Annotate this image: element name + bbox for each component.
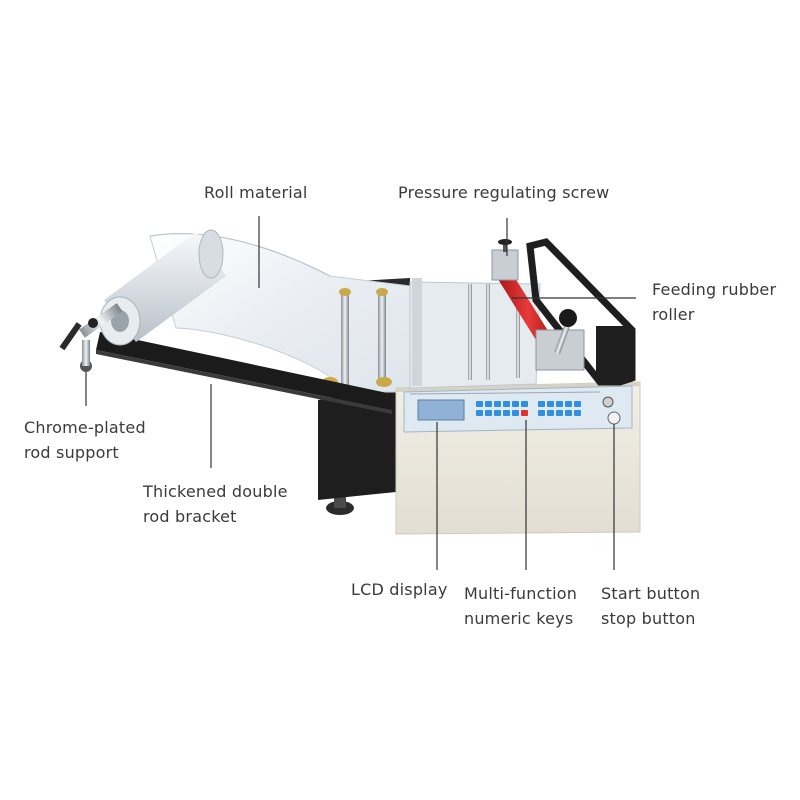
label-start-stop-button: Start button stop button: [601, 584, 701, 628]
right-frame: [526, 238, 636, 386]
keypad-key: [574, 401, 581, 407]
control-panel: [403, 385, 633, 433]
keypad-key: [556, 401, 563, 407]
keypad-key: [485, 401, 492, 407]
keypad-key: [476, 410, 483, 416]
keypad-key: [512, 401, 519, 407]
label-chrome-plated-rod-support: Chrome-plated rod support: [24, 418, 146, 462]
label-multi-function-numeric-keys: Multi-function numeric keys: [464, 584, 578, 628]
leader-lines: [85, 216, 636, 570]
keypad-key: [574, 410, 581, 416]
pressure-regulating-screw: [491, 239, 519, 281]
start-stop-buttons: [602, 396, 621, 425]
keypad-key: [538, 401, 545, 407]
lcd-display-screen: [417, 399, 465, 421]
label-roll-material: Roll material: [204, 183, 308, 202]
label-feeding-rubber-roller: Feeding rubber roller: [652, 280, 777, 324]
keypad-key: [503, 401, 510, 407]
keypad-key: [565, 410, 572, 416]
chrome-plated-rod-support: [59, 303, 123, 372]
keypad-key: [521, 401, 528, 407]
keypad-key: [512, 410, 519, 416]
keypad-key: [485, 410, 492, 416]
label-pressure-regulating-screw: Pressure regulating screw: [398, 183, 610, 202]
keypad-key: [521, 410, 528, 416]
numeric-keypad: [476, 401, 581, 416]
keypad-key: [494, 401, 501, 407]
keypad-key: [547, 410, 554, 416]
keypad-key: [547, 401, 554, 407]
keypad-key: [476, 401, 483, 407]
roll-material-roll: [99, 229, 226, 346]
keypad-key: [556, 410, 563, 416]
keypad-key: [565, 401, 572, 407]
label-thickened-double-rod-bracket: Thickened double rod bracket: [143, 482, 288, 526]
keypad-key: [503, 410, 510, 416]
cutting-deck: [409, 278, 541, 389]
keypad-key: [494, 410, 501, 416]
double-rod-bracket: [96, 332, 392, 414]
keypad-key: [538, 410, 545, 416]
label-lcd-display: LCD display: [351, 580, 448, 599]
